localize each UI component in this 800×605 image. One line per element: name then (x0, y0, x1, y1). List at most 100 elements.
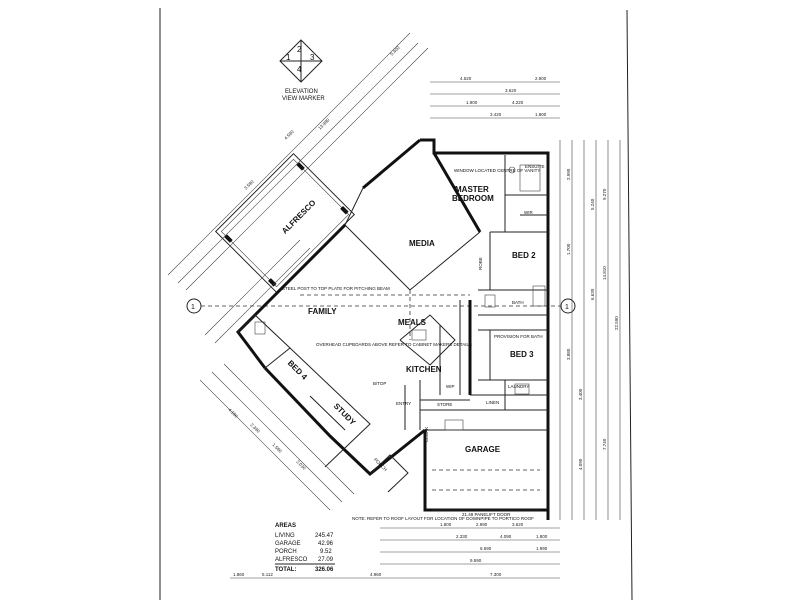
room-label-bed3: BED 3 (510, 350, 534, 359)
right-dimension-lines (559, 140, 621, 520)
room-label-media: MEDIA (409, 239, 435, 248)
note-provision: PROVISION FOR BATH (494, 334, 543, 339)
dim-right-0: 2.990 (566, 168, 571, 180)
dim-left-1: 2.390 (249, 422, 261, 434)
room-label-bed2: BED 2 (512, 251, 536, 260)
room-label-study: STUDY (332, 402, 358, 428)
room-label-wip: WIP (446, 384, 455, 389)
dim-top-1: 2.900 (535, 76, 547, 81)
fixtures (254, 164, 546, 431)
svg-text:1: 1 (191, 304, 195, 311)
areas-row-value-2: 9.52 (320, 549, 332, 555)
room-label-btop: B/TOP (373, 381, 386, 386)
dim-right-7: 9.270 (602, 188, 607, 200)
dim-top-3: 1.900 (466, 100, 478, 105)
room-label-entry: ENTRY (396, 401, 411, 406)
section-marker-left: 1 (186, 298, 560, 314)
areas-heading: AREAS (275, 523, 296, 529)
alfresco-area (214, 152, 356, 294)
sheet-border-right (626, 9, 633, 601)
room-label-bed4: BED 4 (286, 359, 309, 382)
room-label-wir: WIR (524, 210, 533, 215)
note-roof: NOTE: REFER TO ROOF LAYOUT FOR LOCATION … (352, 516, 534, 521)
dim-bottom-9: 7.300 (490, 572, 502, 577)
room-label-bath: BATH (512, 300, 524, 305)
room-label-store: STORE (437, 402, 452, 407)
note-steel-post: STEEL POST TO TOP PLATE FOR PITCHING BEA… (282, 286, 390, 291)
dim-bottom-7: 6.590 (480, 546, 492, 551)
dim-top-4: 4.220 (512, 100, 524, 105)
marker-number-1: 1 (286, 53, 291, 62)
room-label-meals: MEALS (398, 318, 427, 327)
areas-row-value-0: 245.47 (315, 533, 334, 539)
areas-row-label-2: PORCH (275, 549, 297, 555)
dim-left-5: 3.580 (243, 179, 255, 191)
areas-total-label: TOTAL: (275, 567, 296, 573)
room-label-laundry: LAUNDRY (508, 384, 529, 389)
note-garage-door: 21.48 PANELIFT DOOR (462, 512, 511, 517)
dim-right-10: 7.740 (602, 438, 607, 450)
dim-right-9: 22.590 (614, 316, 619, 330)
dim-bottom-0: 1.800 (440, 522, 452, 527)
diagonal-dimension-lines (167, 32, 429, 344)
areas-row-value-3: 27.09 (318, 557, 334, 563)
areas-row-label-3: ALFRESCO (275, 557, 308, 563)
dim-bottom-5: 1.800 (536, 534, 548, 539)
note-window: WINDOW LOCATED CENTRE OF VANITY (454, 168, 540, 173)
dim-top-6: 1.800 (535, 112, 547, 117)
dim-bottom-3: 3.620 (512, 522, 524, 527)
dim-right-6: 6.630 (590, 288, 595, 300)
dim-left-2: 1.580 (271, 442, 283, 454)
room-label-family: FAMILY (308, 307, 337, 316)
note-overhead: OVERHEAD CUPBOARDS ABOVE REFER TO CABINE… (316, 342, 472, 347)
room-label-ensuite: ENSUITE (525, 164, 545, 169)
dim-right-8: 14.810 (602, 266, 607, 280)
dim-right-4: 4.090 (578, 458, 583, 470)
dim-right-2: 3.880 (566, 348, 571, 360)
room-label-robe: ROBE (478, 257, 483, 270)
room-label-bedroom: BEDROOM (452, 194, 494, 203)
marker-title-line1: ELEVATION (285, 89, 318, 95)
dim-top-2: 3.620 (505, 88, 517, 93)
dim-bottom-11: 4.960 (370, 572, 382, 577)
dim-bottom-12: 1.860 (233, 572, 245, 577)
dim-bottom-10: 5.112 (262, 572, 273, 577)
areas-row-label-1: GARAGE (275, 541, 301, 547)
room-label-kitchen: KITCHEN (406, 365, 442, 374)
marker-number-4: 4 (297, 65, 302, 74)
room-label-linen: LINEN (486, 400, 499, 405)
areas-table: AREAS LIVING 245.47 GARAGE 42.96 PORCH 9… (275, 523, 335, 573)
room-label-cloak: CLOAK (424, 427, 429, 442)
dim-bottom-2: 2.990 (476, 522, 488, 527)
bottom-dimension-lines (230, 527, 560, 579)
dim-right-5: 5.240 (590, 198, 595, 210)
dim-left-4: 4.590 (283, 129, 295, 141)
dim-bottom-4: 4.090 (500, 534, 512, 539)
section-marker-right: 1 (560, 298, 576, 314)
dim-top-0: 4.520 (460, 76, 472, 81)
house-walls (236, 138, 550, 520)
dim-left-3: 2.030 (295, 459, 307, 471)
room-label-master: MASTER (455, 185, 489, 194)
elevation-view-marker: 1 2 3 4 ELEVATION VIEW MARKER (279, 39, 325, 102)
marker-number-3: 3 (310, 53, 315, 62)
areas-row-value-1: 42.96 (318, 541, 334, 547)
areas-row-label-0: LIVING (275, 533, 295, 539)
dim-bottom-1: 2.330 (456, 534, 468, 539)
svg-text:1: 1 (565, 304, 569, 311)
left-lower-dimension-lines (199, 363, 355, 511)
room-label-garage: GARAGE (465, 445, 501, 454)
dim-right-3: 3.400 (578, 388, 583, 400)
marker-title-line2: VIEW MARKER (282, 96, 325, 102)
dim-right-1: 1.700 (566, 243, 571, 255)
dim-top-5: 3.420 (490, 112, 502, 117)
dim-bottom-6: 1.990 (536, 546, 548, 551)
dim-left-6: 13.980 (317, 117, 331, 131)
dim-left-7: 5.400 (389, 45, 401, 57)
marker-number-2: 2 (297, 45, 302, 54)
dim-bottom-8: 9.590 (470, 558, 482, 563)
top-dimension-lines (430, 81, 560, 119)
areas-total-value: 326.06 (315, 567, 334, 573)
